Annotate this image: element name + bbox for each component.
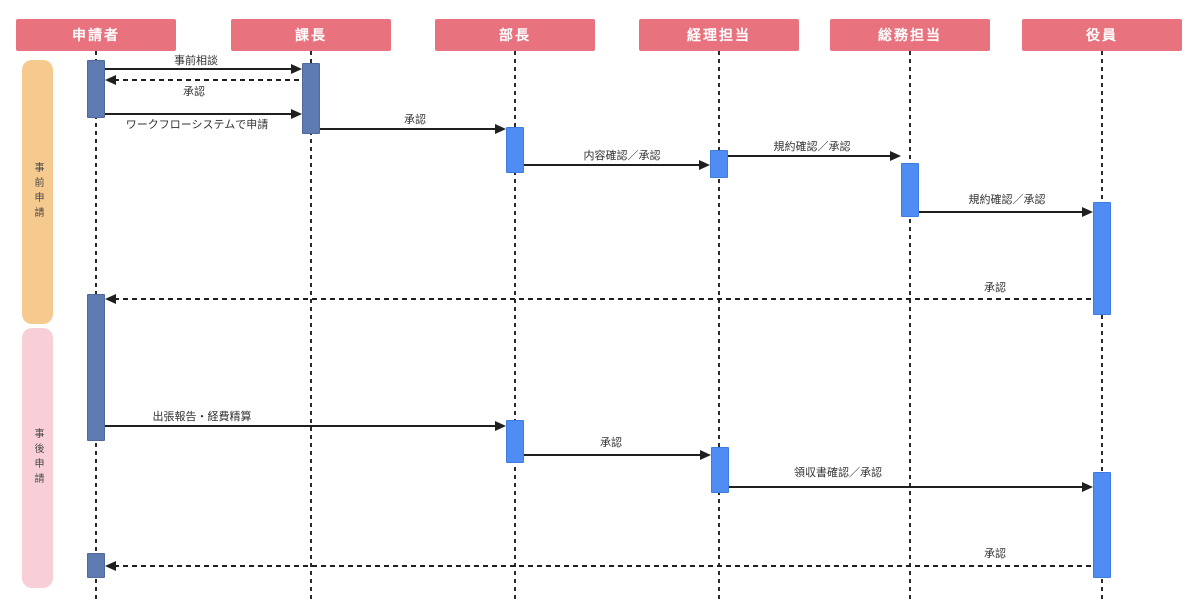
activation-bar-bucho-7 [506, 420, 524, 463]
arrowhead-icon-3 [495, 124, 506, 134]
arrowhead-icon-7 [105, 294, 116, 304]
arrowhead-icon-6 [1082, 207, 1093, 217]
lifeline-keiri [718, 51, 720, 603]
activation-bar-yakuin-5 [1093, 202, 1111, 315]
actor-header-applicant: 申請者 [16, 19, 176, 51]
message-label-3: 承認 [404, 114, 426, 126]
message-line-1 [114, 79, 302, 81]
message-label-8: 出張報告・経費精算 [152, 411, 252, 423]
activation-bar-bucho-2 [506, 127, 524, 173]
activation-bar-applicant-6 [87, 294, 105, 441]
message-label-6: 規約確認／承認 [968, 194, 1046, 206]
message-line-11 [114, 565, 1093, 567]
message-line-2 [105, 113, 293, 115]
actor-label-bucho: 部長 [499, 27, 531, 43]
message-line-5 [728, 155, 892, 157]
phase-band-post-application: 事後申請 [22, 328, 53, 588]
arrowhead-icon-10 [1082, 482, 1093, 492]
arrowhead-icon-9 [700, 450, 711, 460]
message-label-2: ワークフローシステムで申請 [125, 119, 269, 131]
phase-label-post-application: 事後申請 [32, 428, 43, 488]
message-label-11: 承認 [984, 548, 1006, 560]
message-line-4 [524, 164, 701, 166]
message-label-7: 承認 [984, 282, 1006, 294]
message-line-7 [114, 298, 1093, 300]
message-line-0 [105, 68, 293, 70]
arrowhead-icon-5 [890, 151, 901, 161]
lifeline-bucho [514, 51, 516, 603]
actor-label-applicant: 申請者 [72, 27, 120, 43]
message-label-9: 承認 [600, 437, 622, 449]
actor-header-bucho: 部長 [435, 19, 595, 51]
message-line-10 [729, 486, 1084, 488]
lifeline-yakuin [1101, 51, 1103, 603]
arrowhead-icon-0 [291, 64, 302, 74]
actor-header-kacho: 課長 [231, 19, 391, 51]
message-label-1: 承認 [183, 86, 205, 98]
message-line-9 [524, 454, 702, 456]
actor-header-keiri: 経理担当 [639, 19, 799, 51]
activation-bar-yakuin-9 [1093, 472, 1111, 578]
lifeline-kacho [310, 51, 312, 603]
actor-label-somu: 総務担当 [878, 27, 942, 43]
lifeline-somu [909, 51, 911, 603]
message-line-6 [919, 211, 1084, 213]
activation-bar-keiri-8 [711, 447, 729, 493]
arrowhead-icon-8 [495, 421, 506, 431]
message-label-0: 事前相談 [174, 55, 218, 67]
arrowhead-icon-4 [699, 160, 710, 170]
arrowhead-icon-2 [291, 109, 302, 119]
activation-bar-applicant-10 [87, 553, 105, 578]
phase-band-pre-application: 事前申請 [22, 60, 53, 324]
actor-label-yakuin: 役員 [1086, 27, 1118, 43]
message-label-10: 領収書確認／承認 [794, 467, 882, 479]
activation-bar-somu-4 [901, 163, 919, 217]
activation-bar-applicant-0 [87, 60, 105, 118]
message-label-4: 内容確認／承認 [583, 150, 661, 162]
message-line-3 [320, 128, 497, 130]
message-label-5: 規約確認／承認 [773, 141, 851, 153]
actor-label-keiri: 経理担当 [687, 27, 751, 43]
message-line-8 [105, 425, 497, 427]
arrowhead-icon-1 [105, 75, 116, 85]
actor-label-kacho: 課長 [295, 27, 327, 43]
activation-bar-kacho-1 [302, 63, 320, 134]
activation-bar-keiri-3 [710, 150, 728, 178]
actor-header-yakuin: 役員 [1022, 19, 1182, 51]
actor-header-somu: 総務担当 [830, 19, 990, 51]
phase-label-pre-application: 事前申請 [32, 162, 43, 222]
arrowhead-icon-11 [105, 561, 116, 571]
